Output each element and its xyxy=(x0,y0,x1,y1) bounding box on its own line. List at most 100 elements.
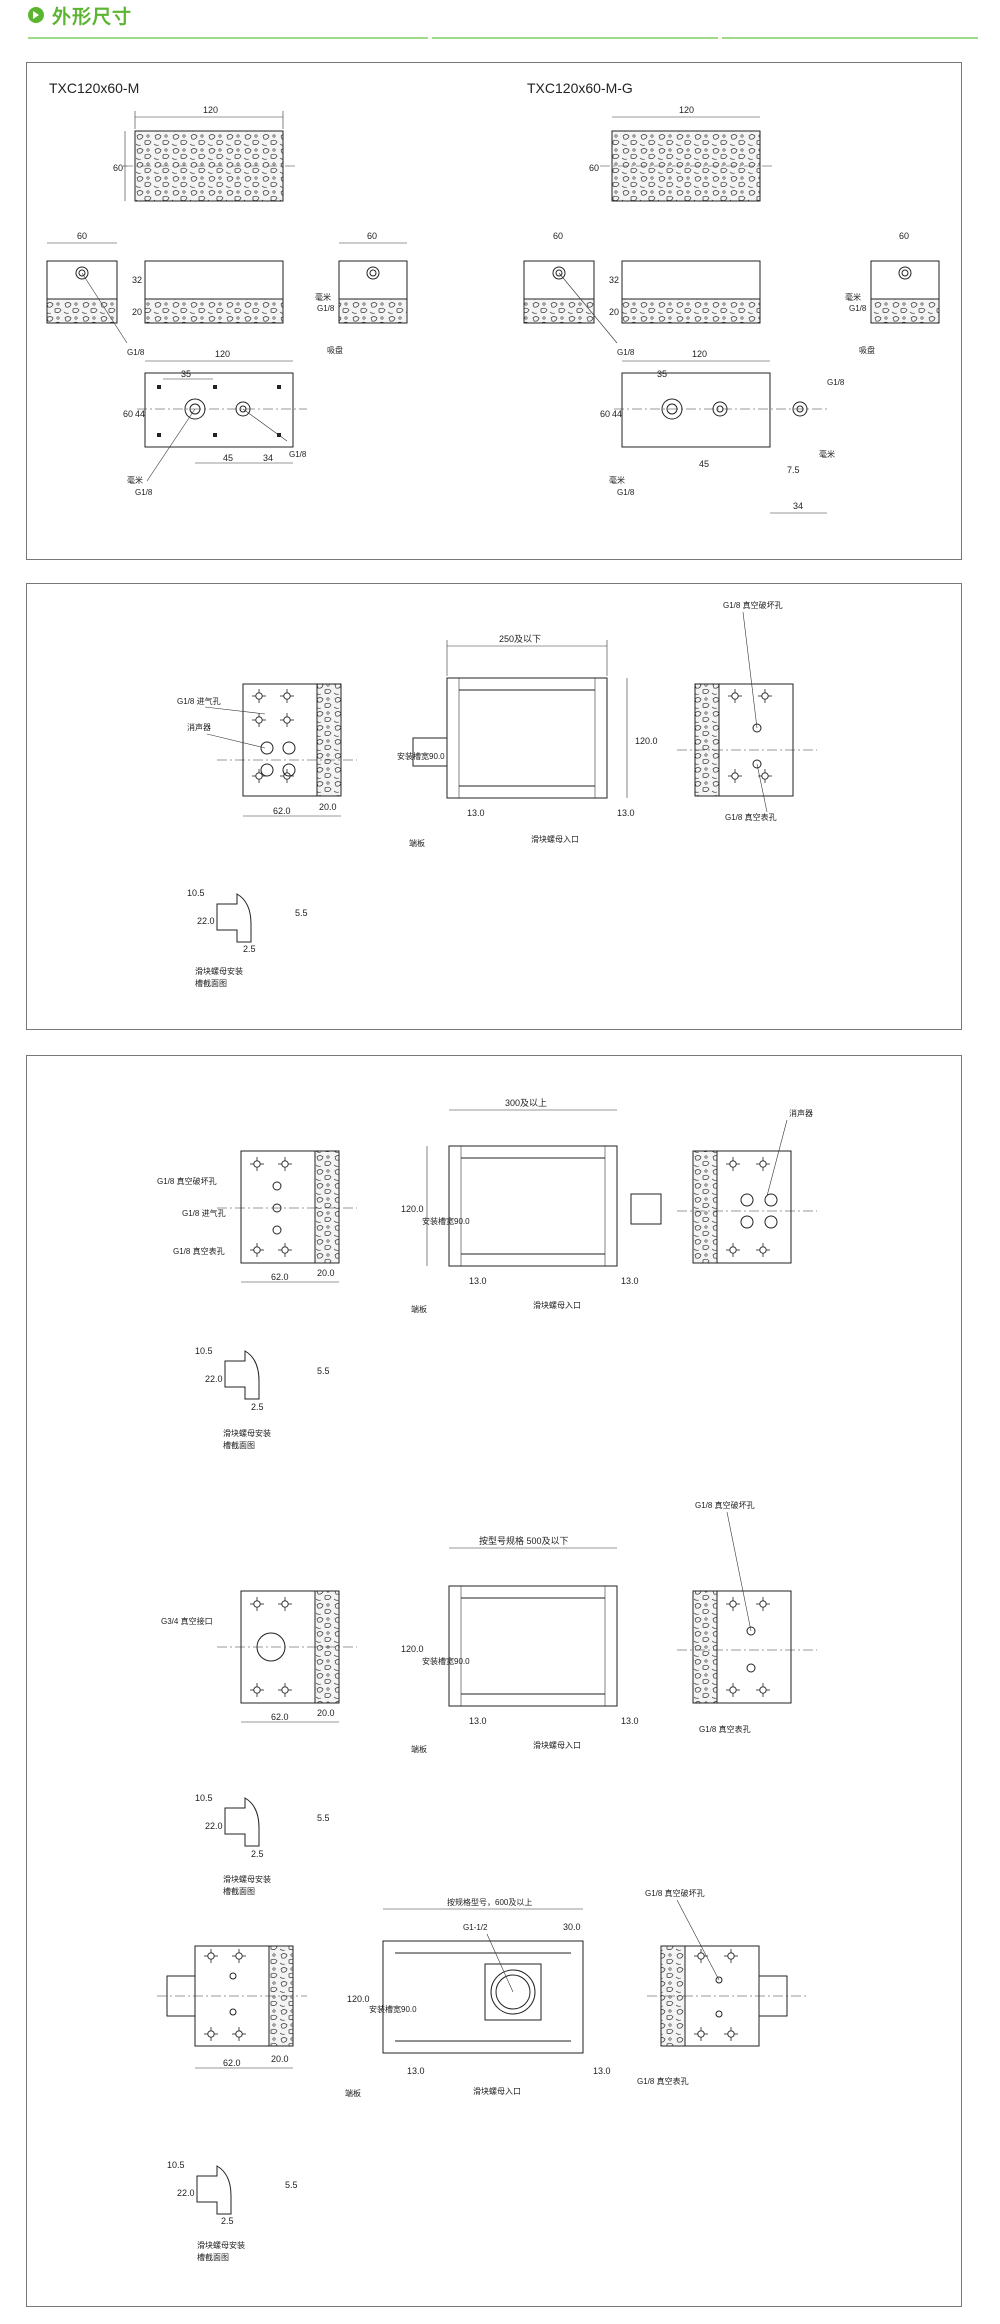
section-title: 外形尺寸 xyxy=(52,7,133,28)
c-caption-1: 滑块螺母安装 xyxy=(197,2240,245,2250)
dock-label-1: 吸盘 xyxy=(327,345,343,355)
dim-60: 60 xyxy=(113,163,123,173)
a-dim-62: 62.0 xyxy=(271,1272,289,1282)
c-endplate: 端板 xyxy=(345,2088,361,2098)
section-600: 62.0 20.0 按规格型号，600及以上 G1-1/2 30.0 120.0… xyxy=(157,1888,807,2262)
mark-label-1: 毫米 xyxy=(315,292,331,302)
model-label-left: TXC120x60-M xyxy=(49,80,139,96)
mark-label-2: 毫米 xyxy=(127,475,143,485)
dim-32r: 32 xyxy=(609,275,619,285)
dim-20: 20 xyxy=(132,307,142,317)
b-slot-entry: 滑块螺母入口 xyxy=(533,1740,581,1750)
a-slot-2-5: 2.5 xyxy=(251,1402,264,1412)
left-side-views: 60 G1/8 32 20 60 毫米 G1/8 吸盘 xyxy=(46,231,408,357)
dim-120b: 120 xyxy=(215,349,230,359)
c-slot-2-5: 2.5 xyxy=(221,2216,234,2226)
dim-44: 44 xyxy=(135,409,145,419)
g18-label-4: G1/8 xyxy=(135,488,153,497)
right-bottom-view: 120 35 60 44 45 7.5 34 G1/8 毫米 毫米 G1/8 xyxy=(600,349,845,514)
g18-label-r4: G1/8 xyxy=(617,488,635,497)
mark-label-r2: 毫米 xyxy=(819,449,835,459)
c-slot-5-5: 5.5 xyxy=(285,2180,298,2190)
b-g34-label: G3/4 真空接口 xyxy=(161,1616,213,1626)
dimension-panel-large: G1/8 真空破坏孔 G1/8 进气孔 G1/8 真空表孔 62.0 20.0 … xyxy=(26,1055,962,2307)
caption-2: 槽截面图 xyxy=(195,978,227,988)
model-label-right: TXC120x60-M-G xyxy=(527,80,633,96)
g18-label-3: G1/8 xyxy=(289,450,307,459)
slot-entry-label: 滑块螺母入口 xyxy=(531,834,579,844)
dim-60rb: 60 xyxy=(600,409,610,419)
right-top-view: 120 60 xyxy=(589,105,772,202)
dim-60c: 60 xyxy=(367,231,377,241)
slot-10-5: 10.5 xyxy=(187,888,205,898)
c-mount: 安装槽宽90.0 xyxy=(369,2004,417,2014)
slot-2-5: 2.5 xyxy=(243,944,256,954)
c-dim-30: 30.0 xyxy=(563,1922,581,1932)
dim-45: 45 xyxy=(223,453,233,463)
a-caption-2: 槽截面图 xyxy=(223,1440,255,1450)
b-endplate: 端板 xyxy=(411,1744,427,1754)
dim-60d: 60 xyxy=(123,409,133,419)
dim-13a: 13.0 xyxy=(467,808,485,818)
dim-120: 120 xyxy=(203,105,218,115)
dim-20r: 20 xyxy=(609,307,619,317)
section-header: 外形尺寸 xyxy=(0,0,1000,40)
section-500: G3/4 真空接口 62.0 20.0 按型号规格 500及以下 120.0 安… xyxy=(161,1500,817,1896)
dim-62: 62.0 xyxy=(273,806,291,816)
slot-22: 22.0 xyxy=(197,916,215,926)
a-dim-13a: 13.0 xyxy=(469,1276,487,1286)
b-break-label: G1/8 真空破坏孔 xyxy=(695,1500,755,1510)
slot-5-5: 5.5 xyxy=(295,908,308,918)
mark-label-r3: 毫米 xyxy=(609,475,625,485)
b-slot-22: 22.0 xyxy=(205,1821,223,1831)
header-divider xyxy=(28,36,978,40)
b-slot-5-5: 5.5 xyxy=(317,1813,330,1823)
a-dim-20: 20.0 xyxy=(317,1268,335,1278)
left-bottom-view: 120 35 60 44 45 34 G1/8 毫米 G1/8 xyxy=(123,349,307,497)
drawing-250: G1/8 进气孔 消声器 62.0 20.0 250及以下 120.0 安装槽宽… xyxy=(177,600,817,988)
front-block-left xyxy=(242,683,318,797)
c-break-label: G1/8 真空破坏孔 xyxy=(645,1888,705,1898)
dim-34r: 34 xyxy=(793,501,803,511)
silencer-label: 消声器 xyxy=(187,722,211,732)
c-dim-13a: 13.0 xyxy=(407,2066,425,2076)
mark-label-r1: 毫米 xyxy=(845,292,861,302)
b-dim-20: 20.0 xyxy=(317,1708,335,1718)
c-dim-120: 120.0 xyxy=(347,1994,370,2004)
a-dim-13b: 13.0 xyxy=(621,1276,639,1286)
arrow-circle-icon xyxy=(28,7,44,23)
a-slot-10-5: 10.5 xyxy=(195,1346,213,1356)
c-slot-22: 22.0 xyxy=(177,2188,195,2198)
c-slot-entry: 滑块螺母入口 xyxy=(473,2086,521,2096)
dimension-panel-250: G1/8 进气孔 消声器 62.0 20.0 250及以下 120.0 安装槽宽… xyxy=(26,583,962,1030)
c-g112: G1-1/2 xyxy=(463,1923,488,1932)
a-vent-label: G1/8 进气孔 xyxy=(182,1208,226,1218)
dim-60b: 60 xyxy=(77,231,87,241)
mount-width: 安装槽宽90.0 xyxy=(397,751,445,761)
dock-label-r1: 吸盘 xyxy=(859,345,875,355)
dim-35r: 35 xyxy=(657,369,667,379)
dim-7-5: 7.5 xyxy=(787,465,800,475)
caption-1: 滑块螺母安装 xyxy=(195,966,243,976)
a-silencer: 消声器 xyxy=(789,1108,813,1118)
b-dim-13b: 13.0 xyxy=(621,1716,639,1726)
c-length: 按规格型号，600及以上 xyxy=(447,1897,532,1907)
right-side-views: 60 G1/8 32 20 60 毫米 G1/8 吸盘 xyxy=(523,231,940,357)
b-caption-1: 滑块螺母安装 xyxy=(223,1874,271,1884)
c-dim-62: 62.0 xyxy=(223,2058,241,2068)
a-slot-22: 22.0 xyxy=(205,1374,223,1384)
b-slot-2-5: 2.5 xyxy=(251,1849,264,1859)
g18-label-1: G1/8 xyxy=(127,348,145,357)
section-300: G1/8 真空破坏孔 G1/8 进气孔 G1/8 真空表孔 62.0 20.0 … xyxy=(157,1098,817,1450)
dim-60r2: 60 xyxy=(553,231,563,241)
dim-120r: 120 xyxy=(679,105,694,115)
c-gauge-label: G1/8 真空表孔 xyxy=(637,2076,689,2086)
gauge-hole-label: G1/8 真空表孔 xyxy=(725,812,777,822)
a-endplate: 端板 xyxy=(411,1304,427,1314)
a-length: 300及以上 xyxy=(505,1098,547,1108)
dim-44r: 44 xyxy=(612,409,622,419)
dimension-panel-top: TXC120x60-M TXC120x60-M-G 120 60 60 G1/8… xyxy=(26,62,962,560)
b-dim-120: 120.0 xyxy=(401,1644,424,1654)
a-slot-entry: 滑块螺母入口 xyxy=(533,1300,581,1310)
slot-section: 10.5 22.0 5.5 2.5 滑块螺母安装 槽截面图 xyxy=(187,888,308,988)
